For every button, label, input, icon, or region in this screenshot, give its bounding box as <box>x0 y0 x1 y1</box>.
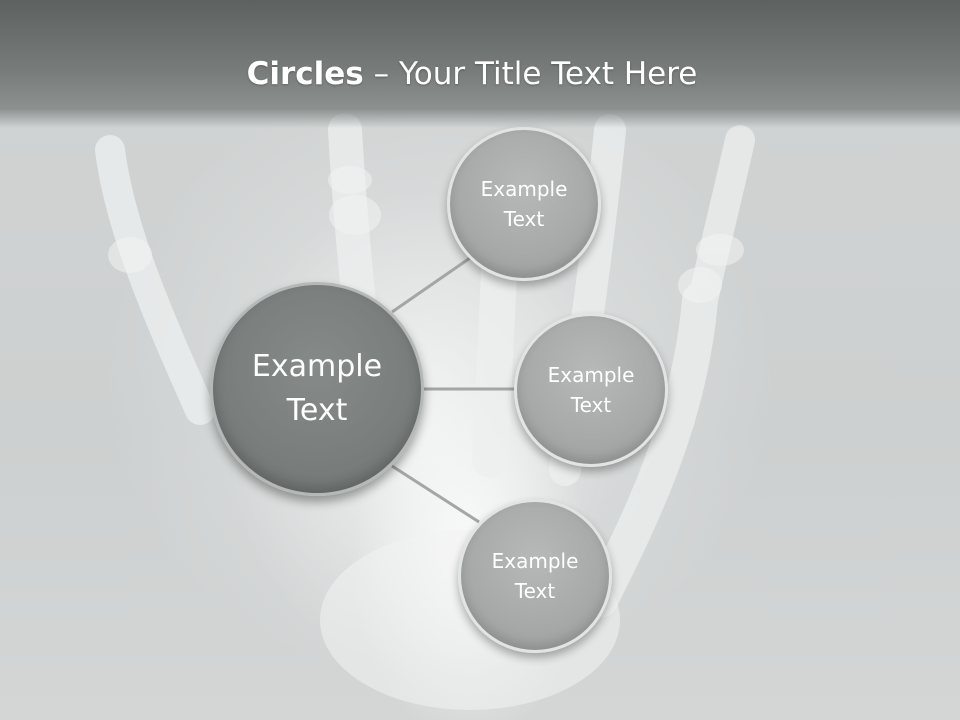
satellite-circle-label: Example Text <box>480 177 568 231</box>
center-circle[interactable]: Example Text <box>210 282 424 496</box>
thumb-bone <box>582 282 718 618</box>
title-bold: Circles <box>246 56 364 92</box>
finger-bone <box>95 135 215 425</box>
knuckle <box>329 195 381 235</box>
connector-line-3 <box>391 464 480 524</box>
slide-title: Circles – Your Title Text Here <box>0 52 944 96</box>
title-band <box>0 0 960 128</box>
satellite-circle-1[interactable]: Example Text <box>447 127 601 281</box>
center-circle-label: Example Text <box>251 349 383 428</box>
satellite-circle-label: Example Text <box>491 549 579 603</box>
knuckle <box>696 234 744 266</box>
satellite-circle-label: Example Text <box>547 363 635 417</box>
knuckle <box>678 267 722 303</box>
knuckle <box>328 166 372 194</box>
satellite-circle-2[interactable]: Example Text <box>514 313 668 467</box>
title-rest: – Your Title Text Here <box>363 56 698 92</box>
satellite-circle-3[interactable]: Example Text <box>458 499 612 653</box>
connector-line-1 <box>391 256 471 314</box>
knuckle <box>108 237 152 273</box>
